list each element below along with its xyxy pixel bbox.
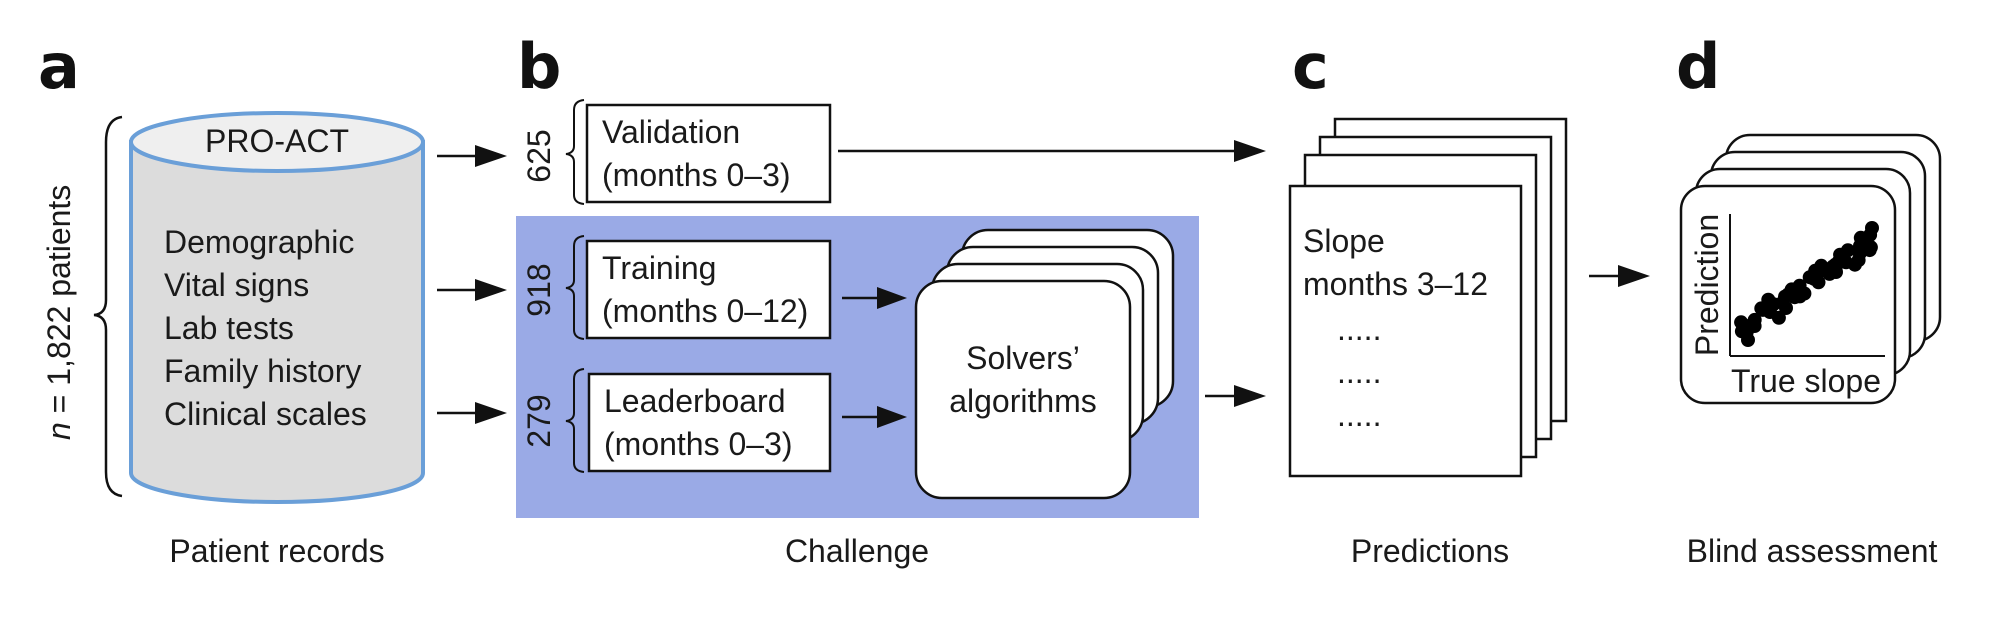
database-top [129,111,425,173]
database-body [129,140,425,504]
leaderboard-brace [565,368,585,473]
panel-letter-d: d [1676,30,1720,103]
scatter-point [1779,301,1793,315]
validation-box [585,103,832,204]
scatter-point [1741,333,1755,347]
validation-count: 625 [521,129,557,182]
db-item-demographic: Demographic [164,224,354,260]
scatter-point [1865,221,1879,235]
scatter-point [1829,259,1843,273]
scatter-point [1747,319,1762,333]
scatter-point [1763,305,1777,319]
solver-card-front [914,279,1132,500]
scatter-point [1853,239,1867,253]
caption-patient-records: Patient records [169,533,384,569]
validation-title: Validation [602,114,740,150]
patient-count-n: n [41,422,77,440]
mini-scatter-y-label: Prediction [1689,214,1725,356]
pro-act-database [129,111,425,504]
caption-blind-assessment: Blind assessment [1687,533,1938,569]
db-item-family-history: Family history [164,353,361,389]
training-count: 918 [521,263,557,316]
scatter-point [1840,243,1855,258]
training-title: Training [602,250,716,286]
training-brace [565,235,585,340]
arrows-b-to-c [838,140,1266,407]
caption-challenge: Challenge [785,533,929,569]
prediction-dots-1: ..... [1337,311,1381,347]
mini-scatter-axes [1729,214,1885,357]
prediction-dots-2: ..... [1337,354,1381,390]
predictions-page-stack [1288,117,1568,478]
prediction-months-label: months 3–12 [1303,266,1488,302]
solvers-card-stack [914,228,1175,500]
leaderboard-months: (months 0–3) [604,426,793,462]
mini-scatter-points [1734,221,1879,347]
panel-letter-a: a [38,30,80,103]
patient-count-value: = 1,822 patients [41,185,77,423]
panel-letter-b: b [517,30,561,103]
training-box [585,239,832,340]
scatter-point [1811,275,1826,290]
mini-scatter-x-label: True slope [1731,363,1881,399]
leaderboard-box [587,372,832,473]
database-title: PRO-ACT [205,123,349,159]
database-items: Demographic Vital signs Lab tests Family… [164,224,367,432]
db-item-vital-signs: Vital signs [164,267,309,303]
arrows-to-solvers [842,287,907,428]
patient-count-label: n = 1,822 patients [41,185,77,440]
arrow-c-to-d [1589,265,1650,287]
scatter-point [1797,286,1812,301]
solvers-label-line2: algorithms [949,383,1097,419]
arrows-a-to-b [437,145,507,424]
prediction-dots-3: ..... [1337,397,1381,433]
leaderboard-count: 279 [521,394,557,447]
patients-brace [93,115,123,498]
prediction-page-front [1288,184,1523,478]
validation-months: (months 0–3) [602,157,791,193]
leaderboard-title: Leaderboard [604,383,785,419]
db-item-clinical-scales: Clinical scales [164,396,367,432]
panel-letter-c: c [1292,30,1329,103]
validation-brace [565,99,585,205]
db-item-lab-tests: Lab tests [164,310,294,346]
caption-predictions: Predictions [1351,533,1509,569]
prediction-slope-label: Slope [1303,223,1385,259]
solvers-label-line1: Solvers’ [966,340,1080,376]
training-months: (months 0–12) [602,293,808,329]
